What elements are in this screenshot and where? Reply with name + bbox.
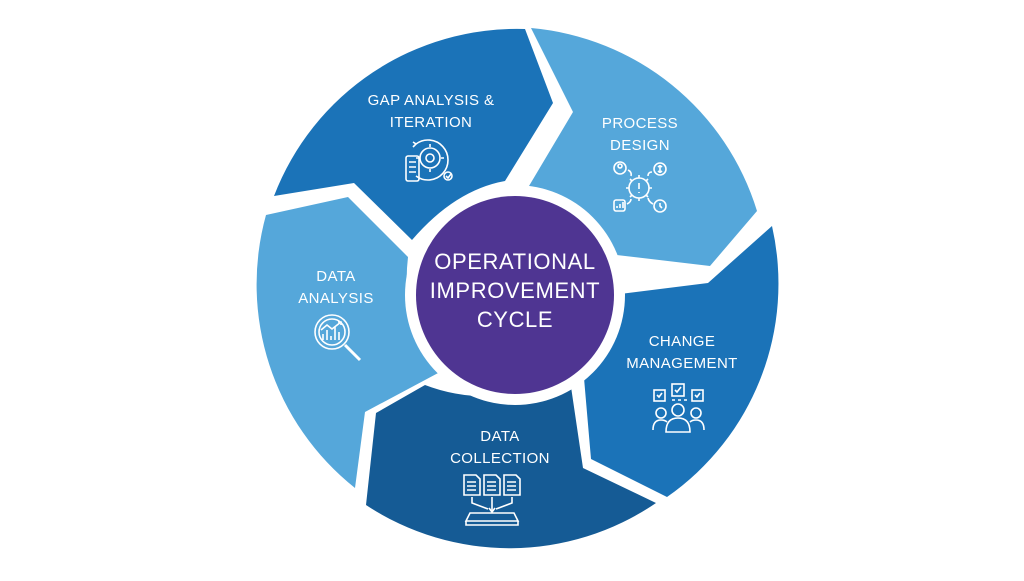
label-data-analysis-line2: ANALYSIS	[298, 290, 374, 307]
label-gap-analysis: GAP ANALYSIS & ITERATION	[352, 90, 510, 134]
segment-process-design	[529, 28, 757, 266]
label-change-management-line1: CHANGE	[648, 333, 716, 350]
label-gap-analysis-line2: ITERATION	[389, 114, 473, 131]
label-data-analysis: DATA ANALYSIS	[286, 266, 386, 310]
label-change-management: CHANGE MANAGEMENT	[614, 331, 750, 375]
segment-data-collection	[366, 380, 656, 549]
label-process-design-line2: DESIGN	[610, 137, 670, 154]
center-title-line3: CYCLE	[476, 307, 554, 332]
center-title-line1: OPERATIONAL	[434, 249, 596, 274]
label-process-design: PROCESS DESIGN	[585, 113, 695, 157]
label-data-collection-line2: COLLECTION	[450, 450, 550, 467]
label-gap-analysis-line1: GAP ANALYSIS &	[367, 92, 495, 109]
gap-analysis-icon	[405, 139, 453, 182]
change-management-icon	[652, 383, 705, 433]
data-collection-icon	[463, 474, 521, 526]
label-data-collection: DATA COLLECTION	[440, 426, 560, 470]
label-process-design-line1: PROCESS	[601, 115, 679, 132]
segment-data-analysis	[256, 197, 440, 488]
label-data-analysis-line1: DATA	[316, 268, 356, 285]
data-analysis-icon	[314, 314, 362, 362]
label-data-collection-line1: DATA	[480, 428, 520, 445]
label-change-management-line2: MANAGEMENT	[626, 355, 738, 372]
process-design-icon	[613, 161, 667, 213]
segment-change-management	[584, 226, 779, 497]
center-circle	[416, 196, 614, 394]
segment-gap-analysis	[274, 28, 553, 241]
center-title: OPERATIONAL IMPROVEMENT CYCLE	[414, 247, 616, 334]
center-title-line2: IMPROVEMENT	[429, 278, 601, 303]
